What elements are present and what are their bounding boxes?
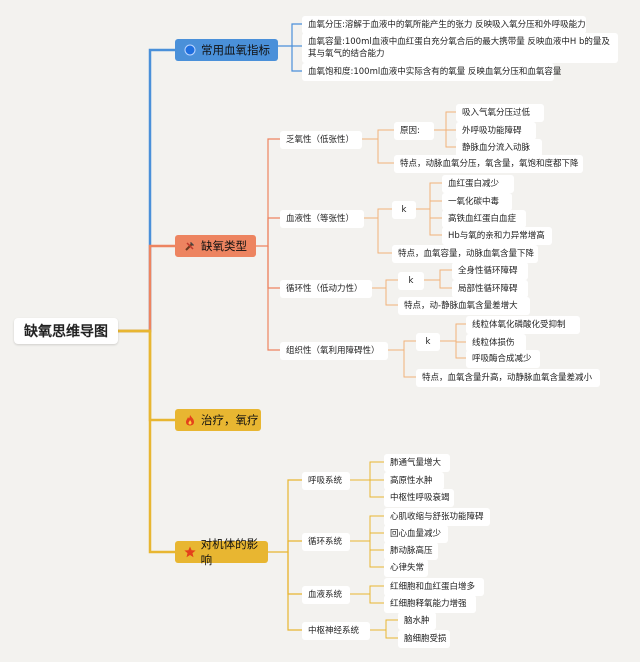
branch-effects[interactable]: 对机体的影响 <box>175 537 268 567</box>
cns-item-2[interactable]: 脑细胞受损 <box>398 630 450 648</box>
connector-root-treatment <box>118 329 175 422</box>
circulatory-feature[interactable]: 特点，动-静脉血氧含量差增大 <box>398 297 530 315</box>
branch-indicators[interactable]: 常用血氧指标 <box>175 39 278 61</box>
respiratory-item-3[interactable]: 中枢性呼吸衰竭 <box>384 489 454 507</box>
connector-root-types <box>118 244 175 333</box>
circulatory-cause-2[interactable]: 局部性循环障碍 <box>452 280 528 298</box>
effect-cns[interactable]: 中枢神经系统 <box>302 622 370 640</box>
cns-item-1[interactable]: 脑水肿 <box>398 612 436 630</box>
branch-types-label: 缺氧类型 <box>201 239 247 253</box>
histogenous-cause-1[interactable]: 线粒体氧化磷酸化受抑制 <box>466 316 580 334</box>
root-node[interactable]: 缺氧思维导图 <box>14 318 118 344</box>
circulation-item-1[interactable]: 心肌收缩与舒张功能障碍 <box>384 508 490 526</box>
histogenous-cause-label[interactable]: k <box>416 333 440 351</box>
connector-root-effects <box>118 329 175 554</box>
respiratory-item-1[interactable]: 肺通气量增大 <box>384 454 450 472</box>
type-hemic[interactable]: 血液性（等张性） <box>280 210 364 228</box>
effect-respiratory[interactable]: 呼吸系统 <box>302 472 350 490</box>
histogenous-feature[interactable]: 特点，血氧含量升高，动静脉血氧含量差减小 <box>416 369 600 387</box>
indicator-saturation[interactable]: 血氧饱和度:100ml血液中实际含有的氧量 反映血氧分压和血氧容量 <box>302 63 561 81</box>
circulatory-cause-1[interactable]: 全身性循环障碍 <box>452 262 528 280</box>
hemic-cause-4[interactable]: Hb与氧的亲和力异常增高 <box>442 227 552 245</box>
circulation-item-2[interactable]: 回心血量减少 <box>384 525 448 543</box>
type-circulatory[interactable]: 循环性（低动力性） <box>280 280 372 298</box>
fire-icon <box>183 413 197 427</box>
blood-item-1[interactable]: 红细胞和血红蛋白增多 <box>384 578 484 596</box>
histogenous-cause-2[interactable]: 线粒体损伤 <box>466 334 526 352</box>
hemic-cause-2[interactable]: 一氧化碳中毒 <box>442 193 512 211</box>
branch-treatment-label: 治疗，氧疗 <box>201 413 259 427</box>
indicator-capacity[interactable]: 血氧容量:100ml血液中血红蛋白充分氧合后的最大携带量 反映血液中H b的量及… <box>302 33 618 63</box>
respiratory-item-2[interactable]: 高原性水肿 <box>384 472 444 490</box>
circulation-item-3[interactable]: 肺动脉高压 <box>384 542 438 560</box>
star-icon <box>183 545 197 559</box>
hemic-feature[interactable]: 特点，血氧容量，动脉血氧含量下降 <box>392 245 538 263</box>
type-histogenous[interactable]: 组织性（氧利用障碍性） <box>280 342 388 360</box>
indicator-po2[interactable]: 血氧分压:溶解于血液中的氧所能产生的张力 反映吸入氧分压和外呼吸能力 <box>302 16 586 34</box>
histogenous-cause-3[interactable]: 呼吸酶合成减少 <box>466 350 540 368</box>
hypotonic-feature[interactable]: 特点，动脉血氧分压，氧含量，氧饱和度都下降 <box>394 155 583 173</box>
effect-circulation[interactable]: 循环系统 <box>302 533 350 551</box>
hypotonic-cause-3[interactable]: 静脉血分流入动脉 <box>456 139 542 157</box>
type-hypotonic[interactable]: 乏氧性（低张性） <box>280 131 362 149</box>
circulation-item-4[interactable]: 心律失常 <box>384 559 428 577</box>
connector-root-indicators <box>118 48 175 333</box>
tools-icon <box>183 239 197 253</box>
branch-indicators-label: 常用血氧指标 <box>201 43 270 57</box>
blue-circle-icon <box>183 43 197 57</box>
hemic-cause-1[interactable]: 血红蛋白减少 <box>442 175 514 193</box>
blood-item-2[interactable]: 红细胞释氧能力增强 <box>384 595 476 613</box>
hypotonic-cause-1[interactable]: 吸入气氧分压过低 <box>456 104 544 122</box>
branch-effects-label: 对机体的影响 <box>200 537 259 567</box>
effect-blood[interactable]: 血液系统 <box>302 586 350 604</box>
hemic-cause-label[interactable]: k <box>392 201 416 219</box>
branch-treatment[interactable]: 治疗，氧疗 <box>175 409 261 431</box>
hemic-cause-3[interactable]: 高铁血红蛋白血症 <box>442 210 526 228</box>
hypotonic-cause-2[interactable]: 外呼吸功能障碍 <box>456 122 536 140</box>
hypotonic-cause-label[interactable]: 原因: <box>394 122 434 140</box>
circulatory-cause-label[interactable]: k <box>398 272 424 290</box>
branch-types[interactable]: 缺氧类型 <box>175 235 256 257</box>
